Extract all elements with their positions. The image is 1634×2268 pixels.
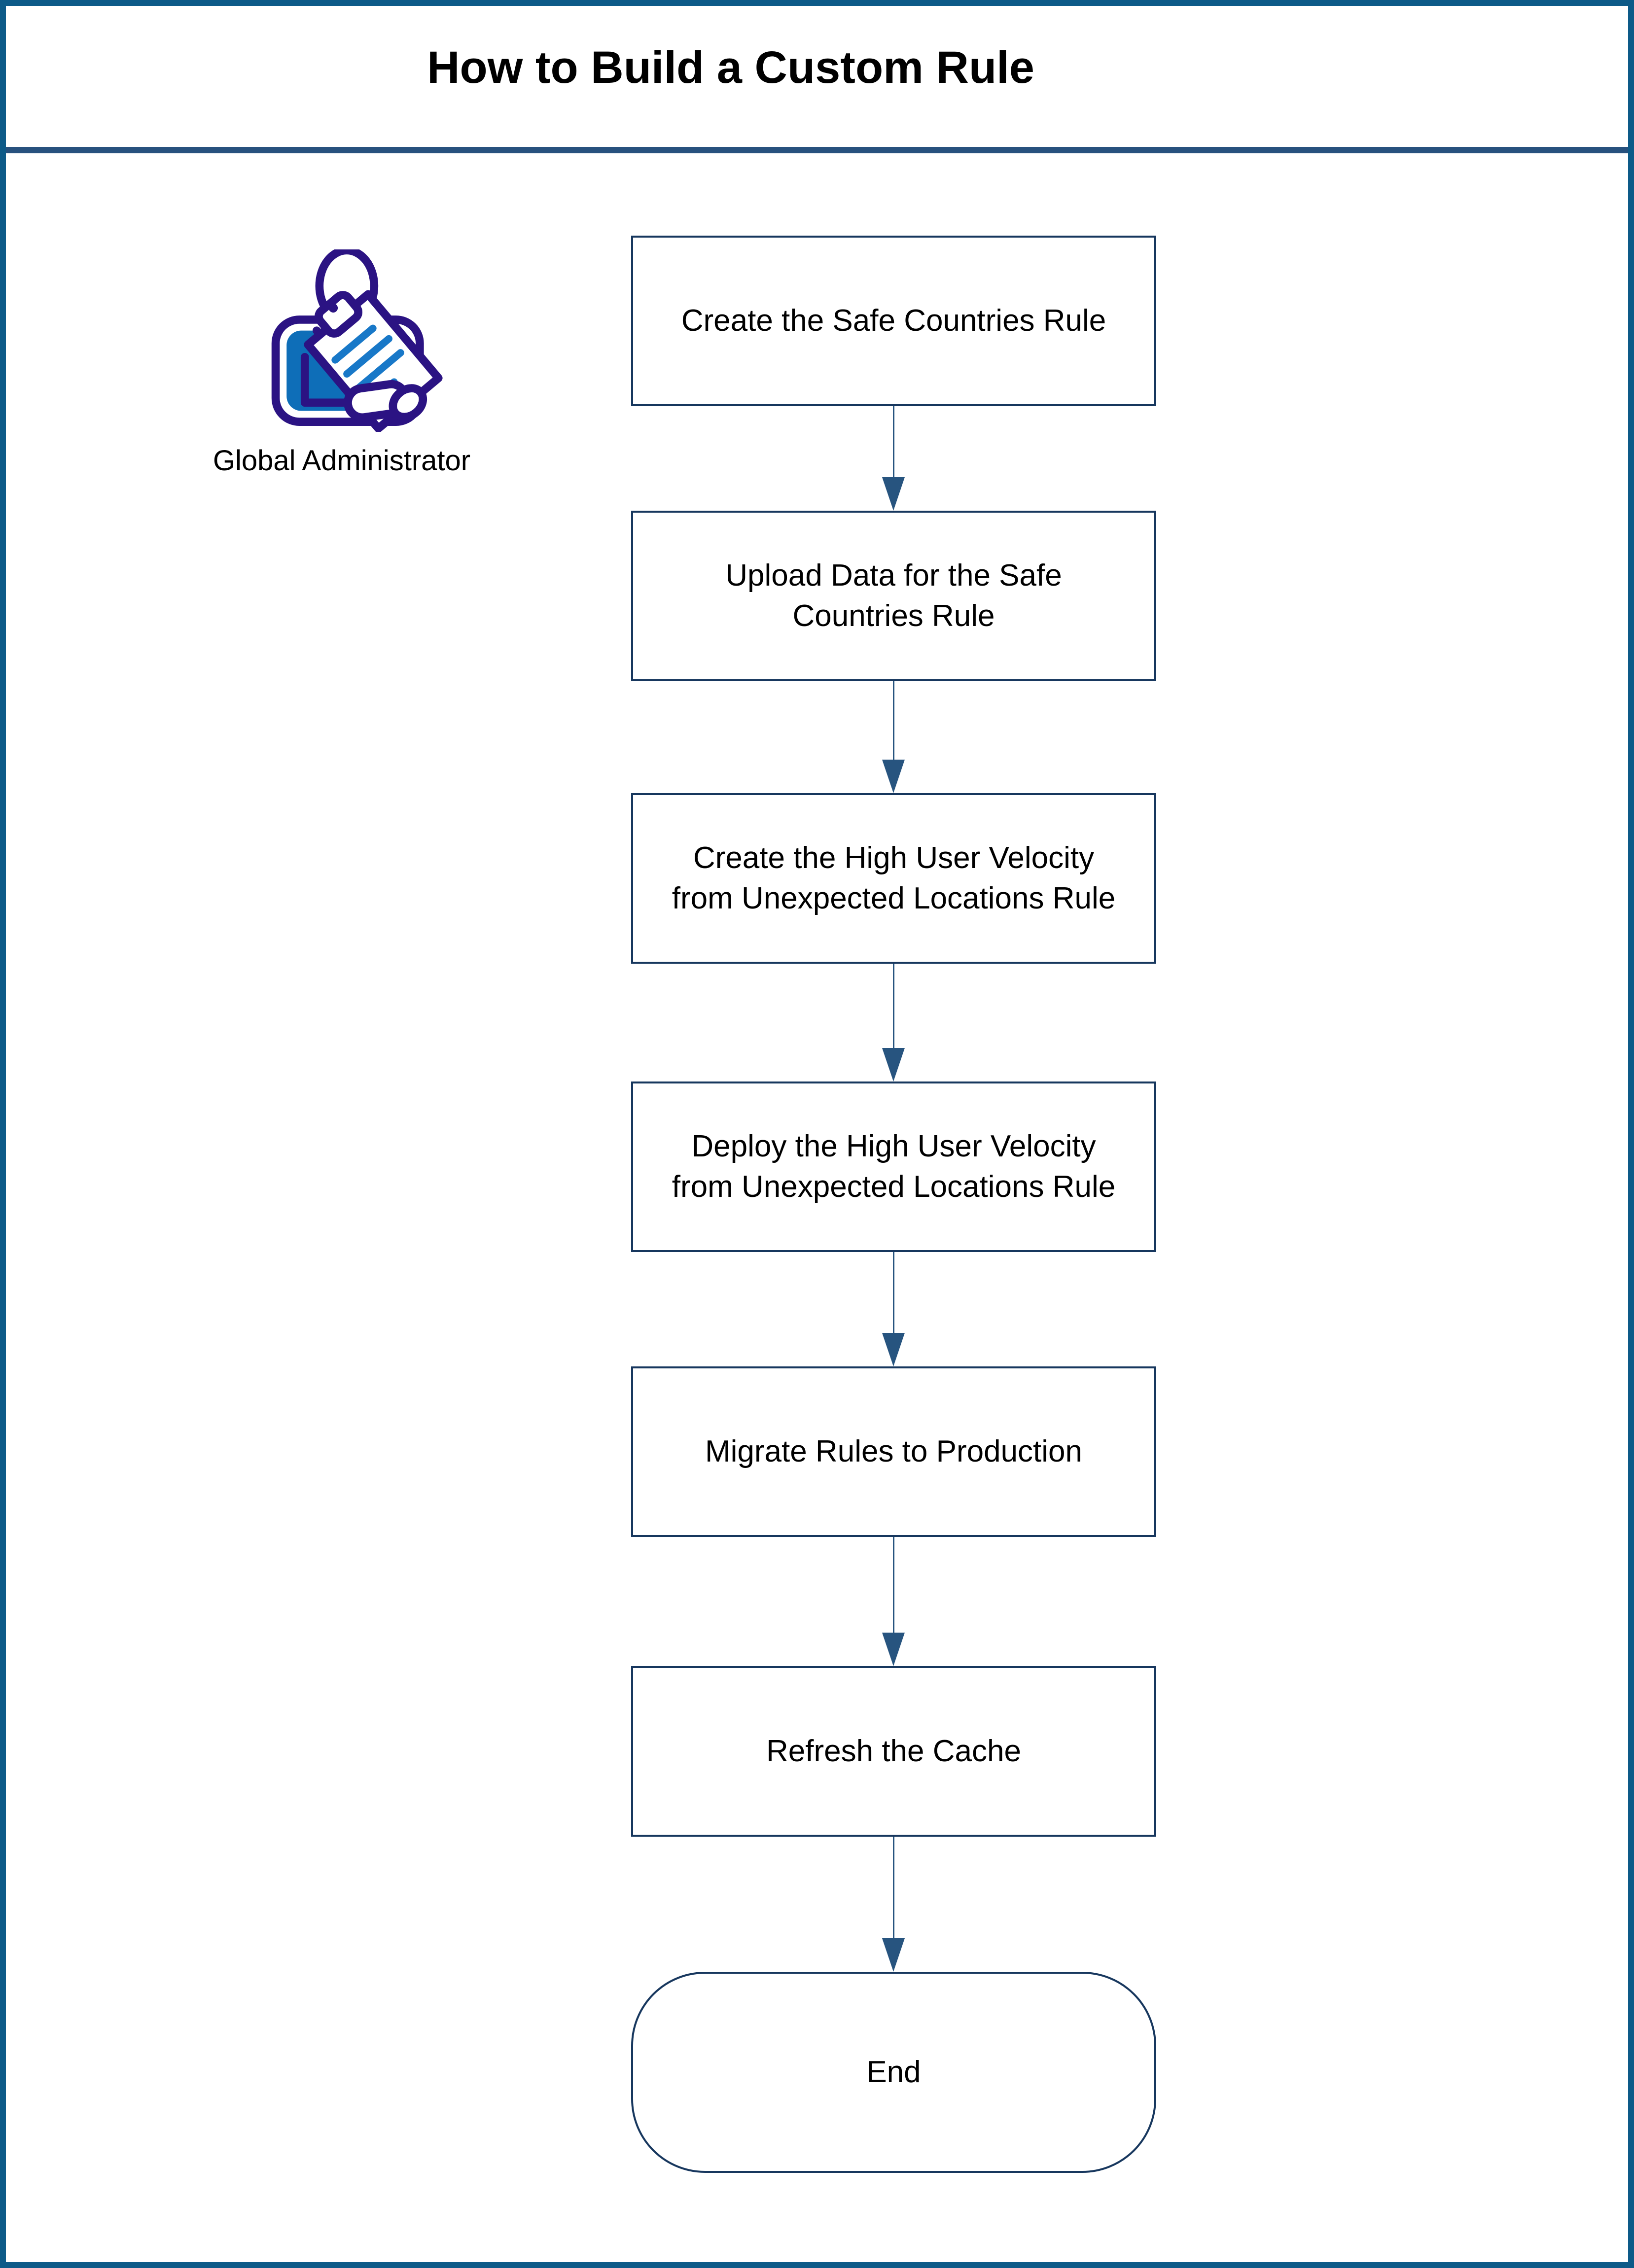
flow-step-label: Deploy the High User Velocity from Unexp… [672, 1129, 1116, 1204]
flow-step-label: Create the Safe Countries Rule [681, 304, 1106, 338]
arrow-line [893, 1252, 894, 1334]
arrow-head [882, 1938, 905, 1972]
arrow-line [893, 1837, 894, 1939]
flow-step-create-high-user-velocity-rule: Create the High User Velocity from Unexp… [631, 793, 1156, 964]
arrow-line [893, 1537, 894, 1634]
arrow-down-icon [882, 1837, 905, 1972]
flow-step-migrate-rules: Migrate Rules to Production [631, 1366, 1156, 1537]
flow-step-refresh-cache: Refresh the Cache [631, 1666, 1156, 1837]
flow-step-label: Refresh the Cache [766, 1734, 1021, 1769]
arrow-down-icon [882, 1252, 905, 1366]
arrow-head [882, 1633, 905, 1666]
end-terminator: End [631, 1972, 1156, 2173]
arrow-line [893, 406, 894, 478]
flow-step-label: Upload Data for the Safe Countries Rule [725, 558, 1062, 633]
arrow-head [882, 1048, 905, 1082]
arrow-line [893, 681, 894, 761]
flow-step-deploy-high-user-velocity-rule: Deploy the High User Velocity from Unexp… [631, 1082, 1156, 1252]
arrow-down-icon [882, 1537, 905, 1666]
arrow-head [882, 477, 905, 511]
global-administrator-icon [271, 249, 443, 432]
page-title: How to Build a Custom Rule [427, 42, 1034, 93]
arrow-down-icon [882, 681, 905, 793]
arrow-head [882, 760, 905, 793]
arrow-down-icon [882, 964, 905, 1082]
flow-step-upload-data: Upload Data for the Safe Countries Rule [631, 511, 1156, 681]
flow-step-create-safe-countries-rule: Create the Safe Countries Rule [631, 236, 1156, 406]
flow-step-label: Migrate Rules to Production [705, 1434, 1083, 1469]
arrow-down-icon [882, 406, 905, 511]
arrow-line [893, 964, 894, 1049]
flow-step-label: Create the High User Velocity from Unexp… [672, 841, 1116, 915]
flow-step-label: End [866, 2055, 921, 2090]
arrow-head [882, 1333, 905, 1366]
title-divider [6, 147, 1628, 153]
actor-label: Global Administrator [213, 445, 471, 477]
